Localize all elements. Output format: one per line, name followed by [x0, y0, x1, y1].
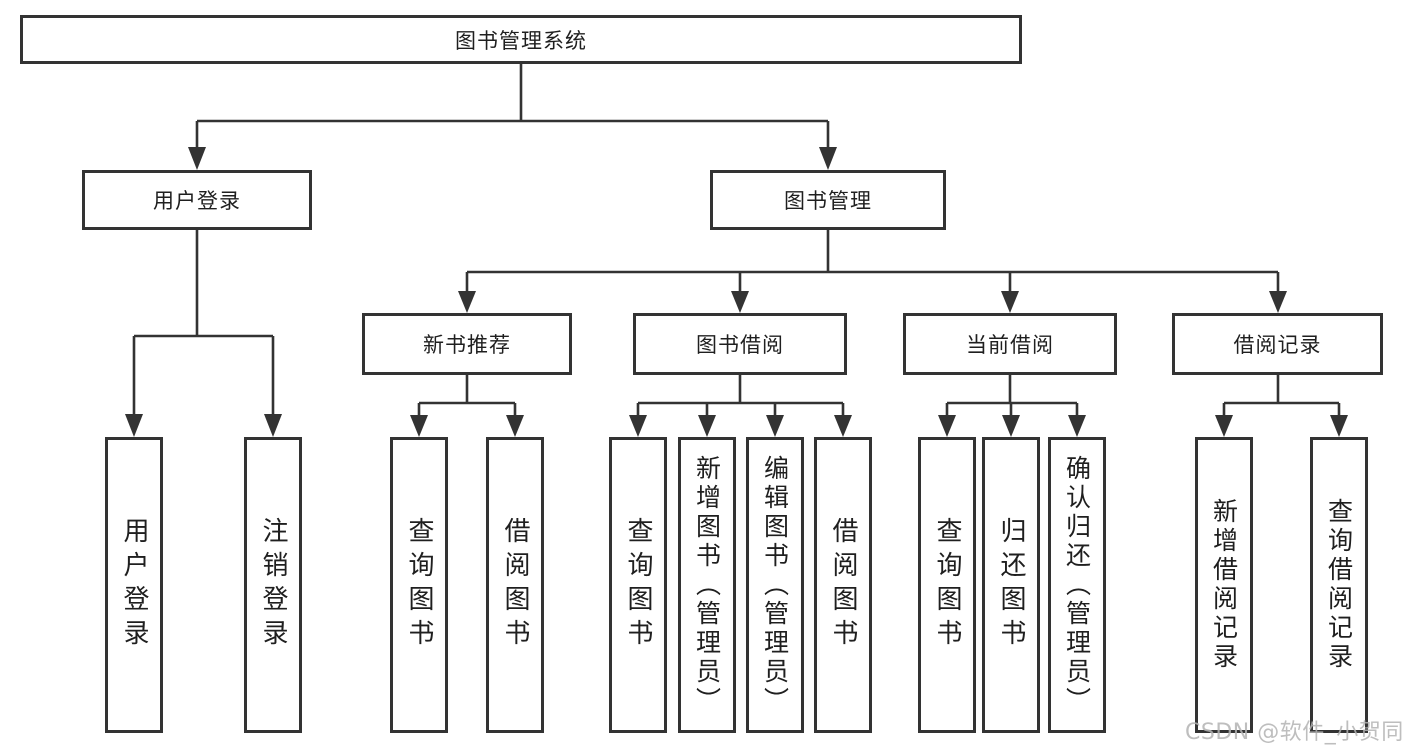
leaf-return-books: 归还图书	[982, 437, 1040, 733]
leaf-edit-books-admin: 编辑图书（管理员）	[746, 437, 804, 733]
leaf-query-borrow-record: 查询借阅记录	[1310, 437, 1368, 733]
leaf-query-books-borrow: 查询图书	[609, 437, 667, 733]
leaf-query-books-recommend: 查询图书	[390, 437, 448, 733]
node-borrow-records: 借阅记录	[1172, 313, 1383, 375]
node-current-borrow: 当前借阅	[903, 313, 1117, 375]
leaf-add-borrow-record: 新增借阅记录	[1195, 437, 1253, 733]
csdn-watermark: CSDN @软件_小贺同学	[1185, 720, 1405, 745]
leaf-confirm-return-admin: 确认归还（管理员）	[1048, 437, 1106, 733]
leaf-add-books-admin: 新增图书（管理员）	[678, 437, 736, 733]
node-book-borrow: 图书借阅	[633, 313, 847, 375]
node-root-system: 图书管理系统	[20, 15, 1022, 64]
leaf-user-login: 用户登录	[105, 437, 163, 733]
node-new-book-recommend: 新书推荐	[362, 313, 572, 375]
leaf-query-books-current: 查询图书	[918, 437, 976, 733]
node-user-login: 用户登录	[82, 170, 312, 230]
node-book-management: 图书管理	[710, 170, 946, 230]
leaf-borrow-books-recommend: 借阅图书	[486, 437, 544, 733]
leaf-logout: 注销登录	[244, 437, 302, 733]
leaf-borrow-books: 借阅图书	[814, 437, 872, 733]
